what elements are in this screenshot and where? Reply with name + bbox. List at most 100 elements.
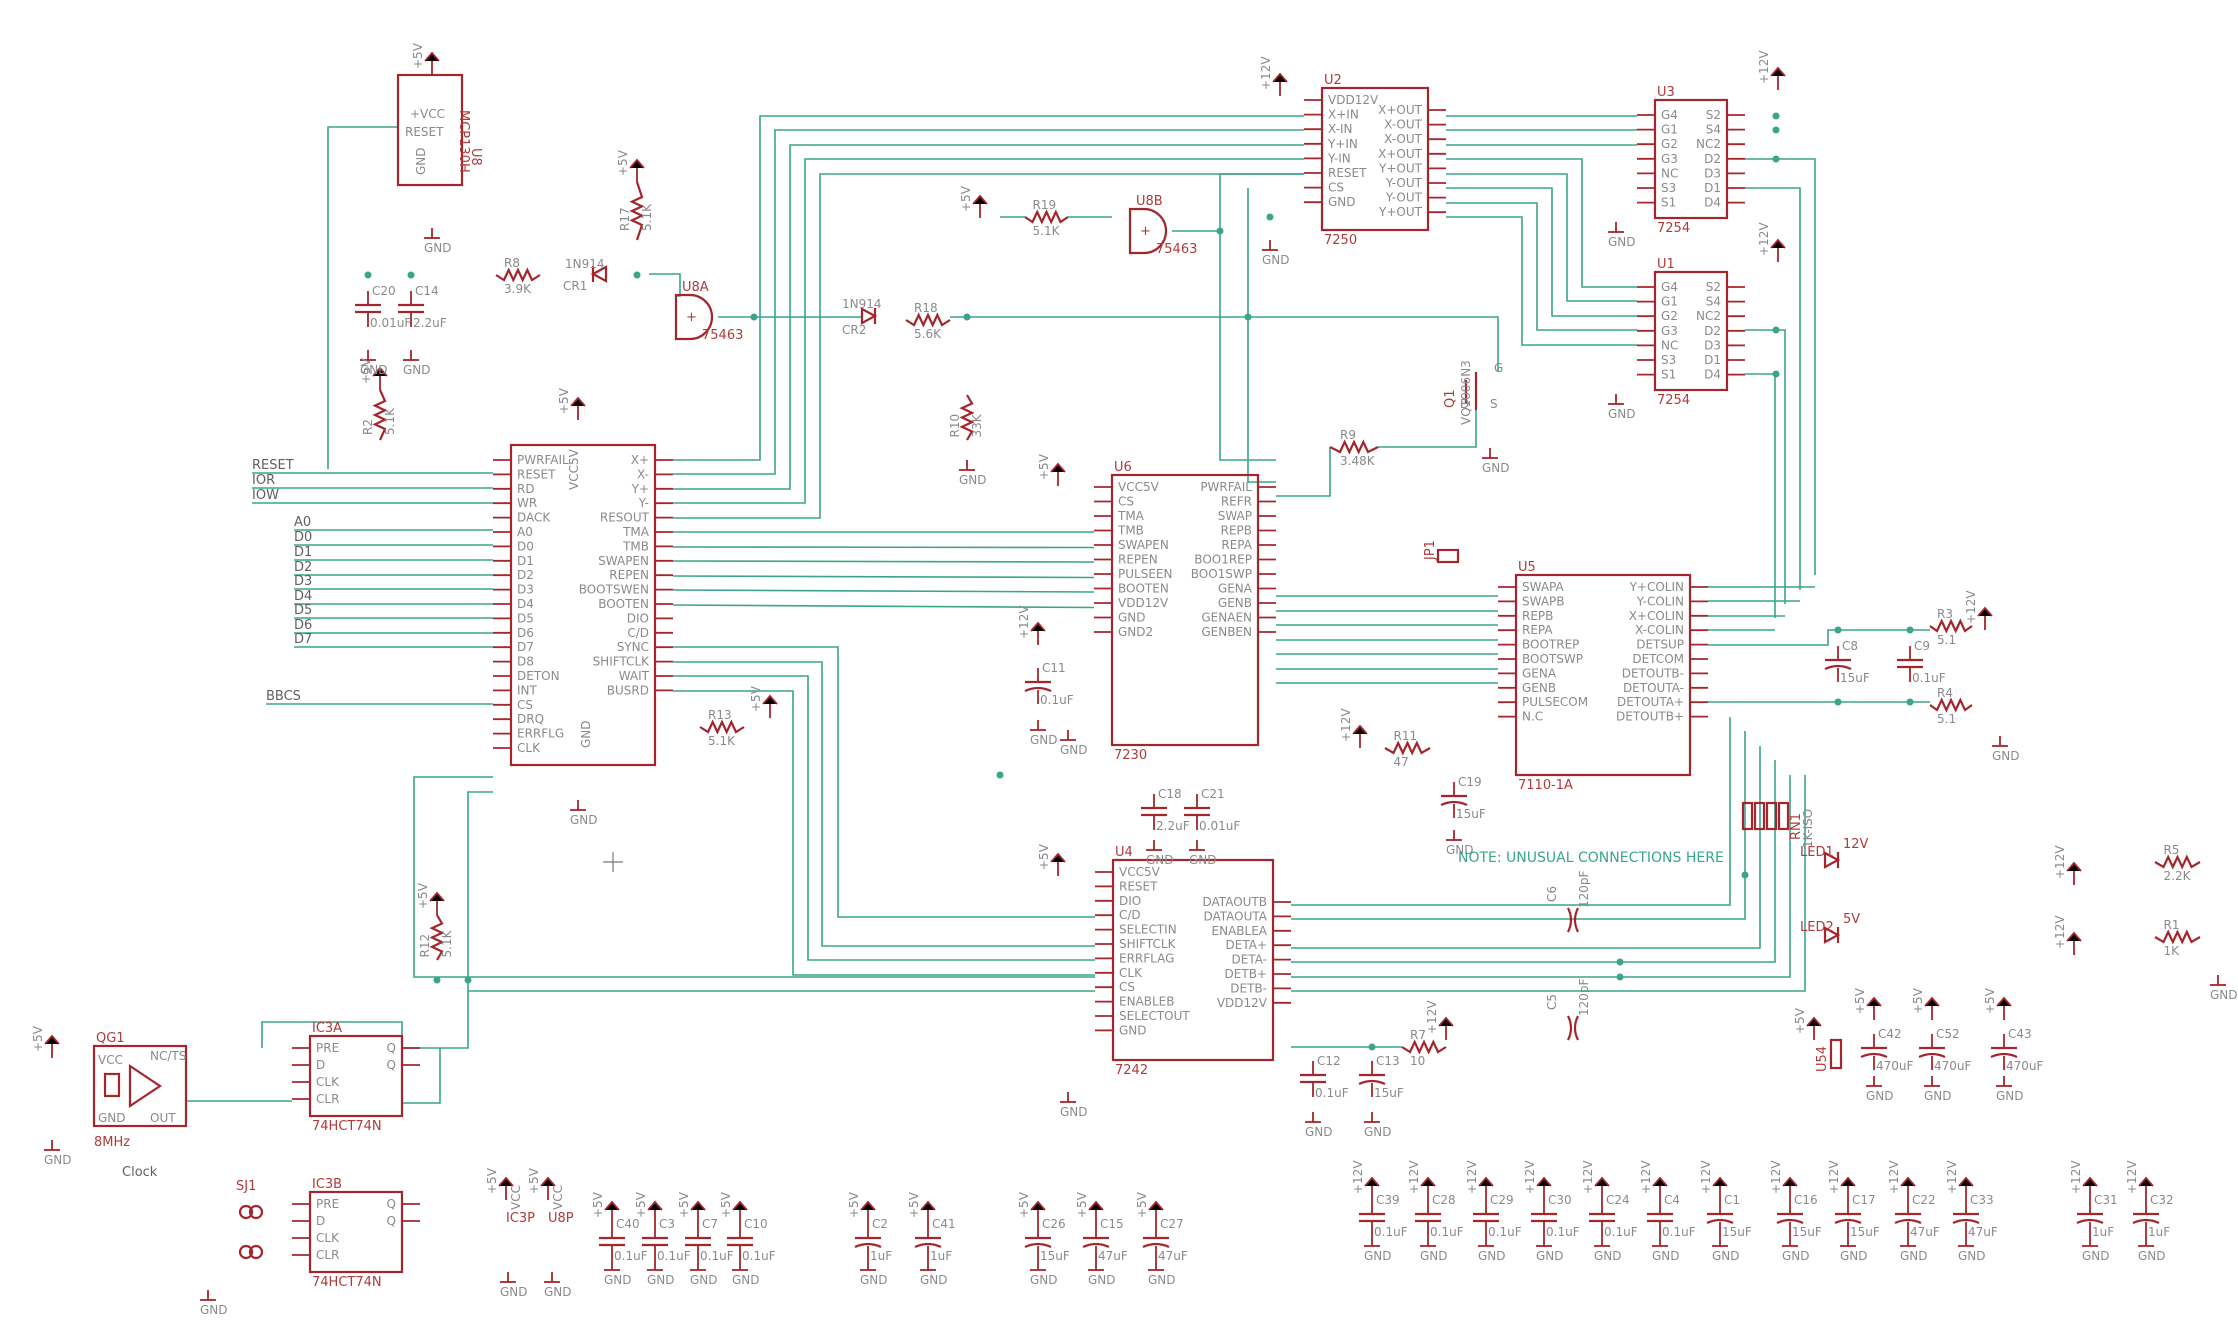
resistor-ref: R11 <box>1394 729 1418 743</box>
pin-name: D2 <box>1704 324 1721 338</box>
chip-part: 7250 <box>1324 233 1357 248</box>
chip-part: 7254 <box>1657 393 1690 408</box>
resistor <box>699 719 745 735</box>
junction-dot <box>996 771 1004 779</box>
pin-name: CLK <box>1119 966 1143 980</box>
junction-dot <box>1772 155 1780 163</box>
resistor-ref: R7 <box>1410 1028 1426 1042</box>
power-label: +12V <box>1757 50 1771 84</box>
pin-name: REFR <box>1221 495 1252 509</box>
pin-name: RESET <box>517 467 556 481</box>
cap-value: 1uF <box>870 1249 892 1263</box>
power-arrow <box>1806 1016 1822 1027</box>
gate-part: 75463 <box>702 328 743 343</box>
gnd-label: GND <box>570 813 598 827</box>
pin-name: GND <box>1328 195 1356 209</box>
pin-name: GND <box>98 1111 126 1125</box>
pin-name: D <box>316 1058 325 1072</box>
chip-ref: QG1 <box>96 1031 125 1046</box>
pin-name: RESET <box>405 125 444 139</box>
gnd-label: GND <box>1782 1249 1810 1263</box>
cap-value: 47uF <box>1910 1225 1940 1239</box>
pin-name: BOOTEN <box>1118 582 1169 596</box>
pin-name: X-OUT <box>1384 132 1423 146</box>
signal-label: D3 <box>294 574 312 589</box>
cap-ref: C4 <box>1664 1193 1680 1207</box>
pin-name: GENAEN <box>1201 611 1252 625</box>
pin-name: PWRFAIL <box>517 453 569 467</box>
pin-name: G2 <box>1661 309 1678 323</box>
cap-ref: C22 <box>1912 1193 1936 1207</box>
power-label: +12V <box>1351 1160 1365 1194</box>
pin-name: G2 <box>1661 137 1678 151</box>
resistor-value: 5.1K <box>383 407 397 435</box>
gnd-label: GND <box>1652 1249 1680 1263</box>
cap-ref: C16 <box>1794 1193 1818 1207</box>
resistor <box>905 312 951 328</box>
power-arrow <box>1840 1176 1856 1187</box>
pin-name: SWAP <box>1218 509 1252 523</box>
pin-name: X- <box>637 467 649 481</box>
pin-name: D4 <box>1704 368 1721 382</box>
power-label: +12V <box>1757 222 1771 256</box>
power-label: +5V <box>359 357 373 384</box>
pin-name: TMB <box>622 539 649 553</box>
gnd-label: GND <box>1060 743 1088 757</box>
cap-value: 15uF <box>1850 1225 1880 1239</box>
resistor-value: 5.1 <box>1937 633 1956 647</box>
cap-value: 0.1uF <box>1374 1225 1408 1239</box>
cap-ref: C41 <box>932 1217 956 1231</box>
gnd-label: GND <box>1364 1249 1392 1263</box>
signal-label: D4 <box>294 589 312 604</box>
chip-ref: U54 <box>1815 1046 1830 1072</box>
pin-name: S1 <box>1661 368 1676 382</box>
diode-value: 1N914 <box>565 257 605 271</box>
cap-ref: C15 <box>1100 1217 1124 1231</box>
pin-name: PRE <box>316 1041 339 1055</box>
junction-dot <box>1772 126 1780 134</box>
cap-ref: C21 <box>1201 787 1225 801</box>
gnd-label: GND <box>732 1273 760 1287</box>
chip-part: 7242 <box>1115 1063 1148 1078</box>
gnd-label: GND <box>1996 1089 2024 1103</box>
pin-name: Y-COLIN <box>1636 594 1684 608</box>
pin-name: Y-OUT <box>1385 176 1423 190</box>
gnd-label: GND <box>403 363 431 377</box>
resistor-ref: R17 <box>618 207 632 231</box>
gnd-label: GND <box>1958 1249 1986 1263</box>
wire <box>673 675 1095 961</box>
wire <box>649 273 681 297</box>
gnd-label: GND <box>1189 853 1217 867</box>
gnd-label: GND <box>2082 1249 2110 1263</box>
cap-value: 47uF <box>1158 1249 1188 1263</box>
wire <box>1247 188 1276 483</box>
pin-name: DACK <box>517 511 551 525</box>
chip-part: 7230 <box>1114 748 1147 763</box>
pin-name: CS <box>517 698 533 712</box>
junction-dot <box>1216 227 1224 235</box>
cap-plate-curved <box>1952 1218 1980 1225</box>
junction-dot <box>1616 958 1624 966</box>
pin-name: X-IN <box>1328 122 1352 136</box>
resistor <box>429 914 445 961</box>
power-arrow <box>1536 1176 1552 1187</box>
cap-value: 470uF <box>1934 1059 1972 1073</box>
signal-label: D1 <box>294 545 312 560</box>
cap-plate <box>1573 907 1579 933</box>
pin-name: D8 <box>517 655 534 669</box>
junction-dot <box>633 271 641 279</box>
wire <box>1291 717 1731 906</box>
power-label: +12V <box>1339 708 1353 742</box>
pin-name: GENA <box>1218 582 1253 596</box>
power-label: +5V <box>1135 1191 1149 1218</box>
pin-name: SHIFTCLK <box>593 655 651 669</box>
resistor-ref: R8 <box>504 256 520 270</box>
wire <box>673 690 1095 976</box>
cap-ref: C13 <box>1376 1054 1400 1068</box>
power-arrow <box>1088 1200 1104 1211</box>
power-arrow <box>2066 931 2082 942</box>
gnd-label: GND <box>360 363 388 377</box>
gnd-label: GND <box>1148 1273 1176 1287</box>
ic3a-74hct74n <box>308 1034 404 1118</box>
